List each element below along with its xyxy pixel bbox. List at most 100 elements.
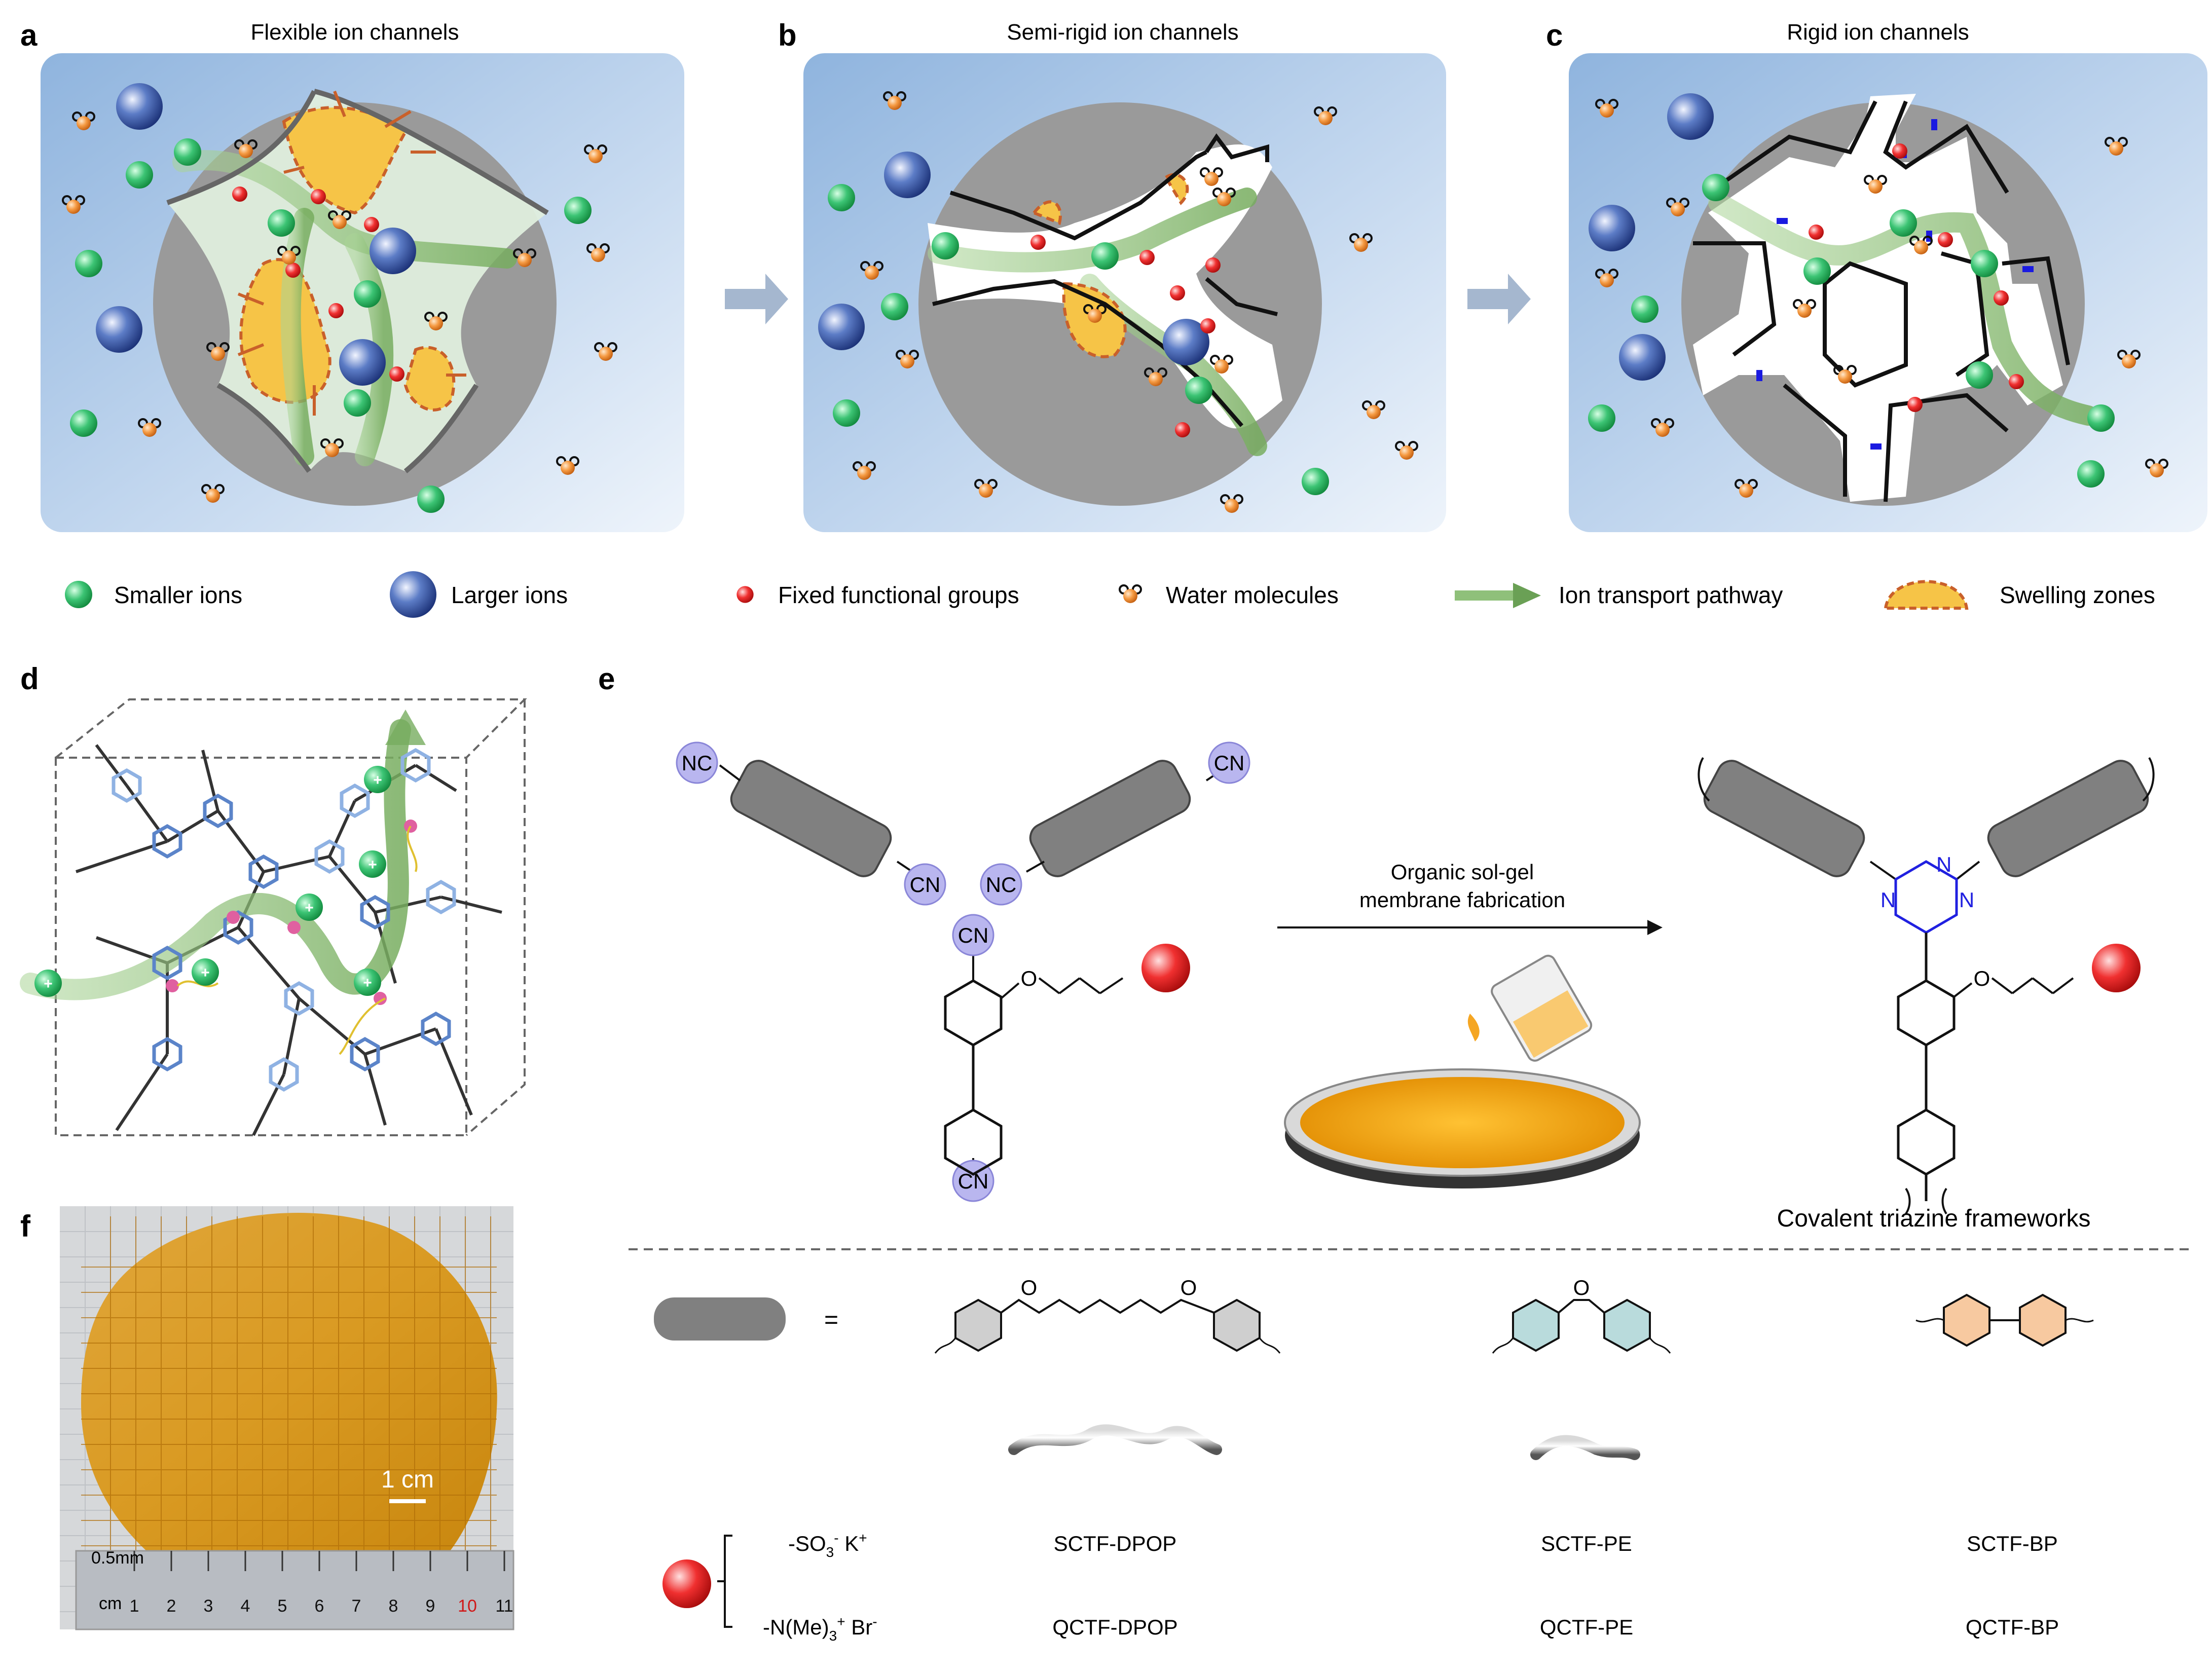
group-nme3: -N(Me)3+ Br-: [763, 1614, 877, 1644]
panel-c-channel-walls: [1693, 100, 2070, 502]
label-o-monomer: O: [1021, 966, 1038, 990]
svg-text:+: +: [373, 772, 382, 789]
droplet: [1467, 1014, 1480, 1041]
panel-c-pathway: [1708, 193, 2098, 426]
label-o-product: O: [1974, 966, 1990, 990]
label-o-dpop-2: O: [1181, 1276, 1197, 1299]
functional-group-symbol: [662, 1559, 711, 1608]
ruler-number-7: 7: [352, 1596, 361, 1616]
panel-b-title: Semi-rigid ion channels: [1007, 20, 1238, 45]
linker-pe: O: [1492, 1276, 1671, 1460]
panel-b: b Semi-rigid ion channels: [778, 18, 1446, 532]
ruler-unit: cm: [99, 1594, 122, 1613]
label-nc-1: NC: [682, 751, 713, 775]
arrow-a-to-b: [725, 274, 788, 324]
product-caption: Covalent triazine frameworks: [1777, 1205, 2091, 1232]
panel-e: e: [598, 662, 2195, 1644]
legend-smaller-ion-swatch: [65, 581, 92, 608]
reaction-label-2: membrane fabrication: [1359, 888, 1565, 912]
name-s-bp: SCTF-BP: [1967, 1532, 2058, 1555]
label-o-pe: O: [1573, 1276, 1590, 1299]
panel-d-pathway-head: [385, 710, 426, 745]
functional-group-brace: [717, 1535, 732, 1628]
panel-c-channel: [1693, 94, 2063, 502]
ruler-small-label: 0.5mm: [91, 1548, 144, 1568]
legend-water-swatch: [1119, 584, 1142, 604]
panel-b-pathway: [928, 188, 1257, 273]
panel-letter-d: d: [20, 662, 39, 696]
linker-dpop: O O: [934, 1276, 1281, 1455]
group-so3: -SO3- K+: [788, 1530, 867, 1560]
ruler-number-11: 11: [495, 1596, 513, 1616]
legend: Smaller ions Larger ions Fixed functiona…: [65, 571, 2155, 618]
label-nc-2: NC: [986, 873, 1017, 897]
panel-letter-f: f: [20, 1209, 31, 1243]
label-cn-2: CN: [1214, 751, 1245, 775]
ruler-number-5: 5: [278, 1596, 287, 1616]
ruler-number-4: 4: [241, 1596, 250, 1616]
ruler-number-1: 1: [130, 1596, 139, 1616]
monomer-structure: NC CN NC CN CN CN O: [676, 741, 1250, 1202]
svg-text:+: +: [44, 976, 53, 992]
monomer-cn-circle-3: [952, 914, 994, 956]
panel-a-swelling-zone-3: [403, 346, 456, 412]
ruler-number-8: 8: [389, 1596, 398, 1616]
name-q-bp: QCTF-BP: [1966, 1615, 2059, 1639]
legend-pathway-arrow: [1455, 583, 1541, 608]
ruler-numbers: 1 2 3 4 5 6 7 8 9 10 11: [130, 1596, 513, 1616]
panel-a-pathway-3: [345, 233, 394, 466]
panel-d-network-bonds: [76, 744, 502, 1136]
ruler-number-10: 10: [458, 1596, 477, 1616]
linker-bp: [1915, 1293, 2094, 1456]
scale-bar-label: 1 cm: [381, 1466, 434, 1493]
membrane-photo: [81, 1212, 497, 1556]
panel-a: a Flexible ion channels: [20, 18, 684, 532]
triazine-n-3: N: [1959, 888, 1974, 912]
panel-a-title: Flexible ion channels: [251, 20, 459, 45]
monomer-nc-circle-1: [676, 741, 718, 784]
ruler-number-9: 9: [426, 1596, 435, 1616]
legend-larger-ions: Larger ions: [451, 582, 568, 608]
svg-text:+: +: [363, 975, 372, 991]
ruler-number-2: 2: [167, 1596, 176, 1616]
svg-text:+: +: [368, 857, 377, 873]
legend-larger-ion-swatch: [390, 571, 436, 618]
panel-d: d: [20, 662, 527, 1136]
membrane-grid: [81, 1216, 497, 1556]
legend-swelling: Swelling zones: [2000, 582, 2155, 608]
ruler-number-6: 6: [315, 1596, 324, 1616]
petri-dish: [1284, 954, 1641, 1188]
arrow-b-to-c: [1467, 274, 1531, 324]
panel-a-pathway: [172, 150, 517, 269]
legend-fixed-groups: Fixed functional groups: [778, 582, 1019, 608]
panel-d-side-chains: [176, 825, 418, 1055]
monomer-ring-2: [944, 1108, 1003, 1176]
name-s-pe: SCTF-PE: [1541, 1532, 1632, 1555]
svg-text:+: +: [201, 964, 210, 981]
linker-rod-symbol: [654, 1297, 786, 1341]
monomer-ring-1: [944, 979, 1003, 1047]
svg-text:+: +: [305, 900, 314, 916]
ruler: [75, 1550, 514, 1630]
legend-pathway: Ion transport pathway: [1559, 582, 1783, 608]
monomer-functional-group: [1141, 944, 1190, 992]
label-cn-1: CN: [910, 873, 941, 897]
panel-a-channel-walls: [166, 89, 549, 473]
name-q-dpop: QCTF-DPOP: [1052, 1615, 1177, 1639]
panel-d-box: [55, 698, 527, 1136]
panel-c-title: Rigid ion channels: [1787, 20, 1969, 45]
ruler-ticks: [133, 1551, 505, 1571]
legend-water: Water molecules: [1166, 582, 1339, 608]
panel-d-benzene-rings: [112, 748, 456, 1092]
triazine-n-1: N: [1936, 852, 1951, 876]
monomer-cn-circle-2: [1208, 741, 1250, 784]
label-cn-4: CN: [958, 1169, 989, 1193]
monomer-nc-circle-2: [980, 863, 1022, 906]
panel-d-fixed-groups: [166, 820, 417, 1005]
beaker: [1491, 954, 1593, 1062]
product-structure: N N N O Covalent triazine frameworks: [1698, 757, 2155, 1232]
panel-a-pathway-2: [280, 208, 314, 466]
panel-letter-b: b: [778, 18, 797, 52]
panel-f: f 1 cm cm 0.5mm 1 2 3 4 5 6: [20, 1206, 514, 1630]
